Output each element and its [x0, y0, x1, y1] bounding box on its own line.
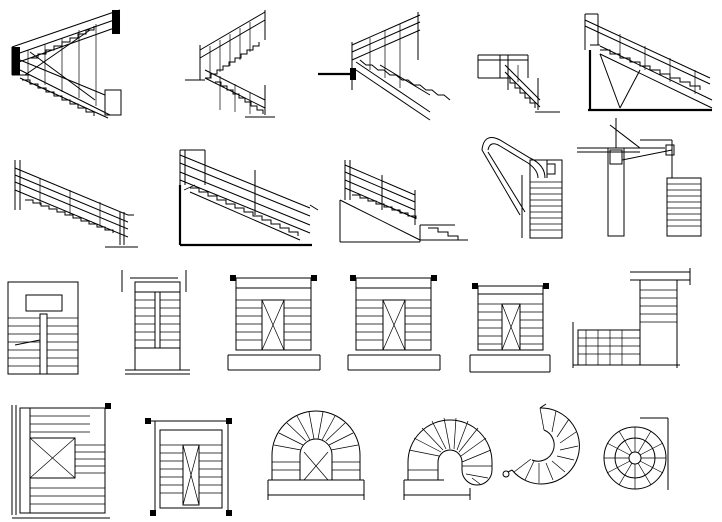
dogleg-stair-elevation-a: [11, 9, 122, 119]
curved-rail-stair-view-b: [577, 118, 702, 237]
stair-section-with-rail: [178, 149, 319, 247]
u-shaped-winder-plan-b: [403, 417, 493, 500]
stair-handrail-elevation: [14, 160, 138, 248]
narrow-double-flight-plan: [121, 270, 190, 375]
double-flight-plan-d: [145, 418, 232, 516]
short-stair-elevation: [477, 54, 560, 113]
spiral-stair-plan-round: [603, 417, 669, 490]
wide-double-flight-plan-b: [347, 275, 441, 371]
u-shaped-winder-plan-a: [267, 410, 365, 500]
wide-double-flight-plan-a: [227, 275, 321, 371]
l-stair-plan-small: [7, 281, 79, 375]
stair-elevation-with-bottom-landing: [339, 160, 468, 243]
three-flight-plan: [11, 403, 111, 519]
wide-double-flight-plan-c: [469, 283, 551, 373]
l-shaped-stair-plan-large: [572, 268, 691, 368]
dogleg-stair-elevation-b: [185, 10, 275, 118]
spiral-stair-plan-open: [502, 403, 580, 485]
curved-rail-stair-view-a: [481, 137, 563, 239]
straight-stair-with-landing-elevation: [318, 12, 451, 121]
steel-stair-on-stringer-elevation: [584, 13, 713, 112]
